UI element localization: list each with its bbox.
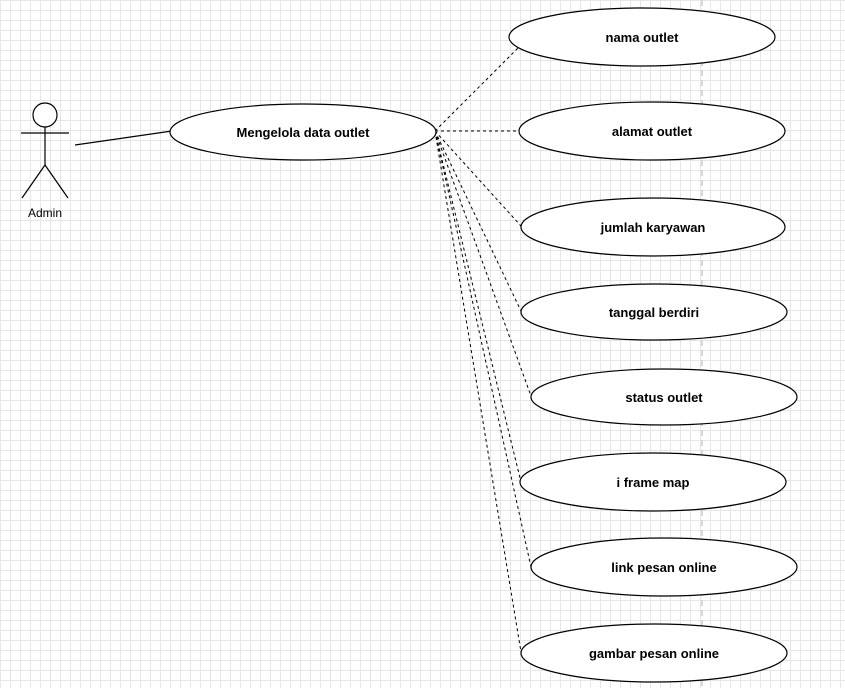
use-case-label: status outlet [625, 390, 703, 405]
actor-head [32, 102, 58, 128]
use-case-status-outlet[interactable]: status outlet [530, 368, 798, 426]
use-case-gambar-pesan-online[interactable]: gambar pesan online [520, 623, 788, 683]
use-case-ellipse [508, 7, 776, 67]
use-case-label: gambar pesan online [589, 646, 719, 661]
association-line [74, 130, 173, 146]
connector-line [434, 130, 522, 483]
use-case-label: link pesan online [611, 560, 716, 575]
use-case-ellipse [530, 537, 798, 597]
use-case-label: tanggal berdiri [609, 305, 699, 320]
actor-label: Admin [28, 206, 62, 220]
use-case-jumlah-karyawan[interactable]: jumlah karyawan [520, 197, 786, 257]
connector-lines [434, 46, 532, 653]
use-case-ellipse [520, 283, 788, 341]
use-case-ellipse [519, 452, 787, 512]
connector-line [434, 46, 520, 132]
use-case-tanggal-berdiri[interactable]: tanggal berdiri [520, 283, 788, 341]
use-case-alamat-outlet[interactable]: alamat outlet [518, 101, 786, 161]
use-case-label: Mengelola data outlet [237, 125, 371, 140]
use-case-label: i frame map [617, 475, 690, 490]
use-case-ellipse [518, 101, 786, 161]
actor-right-leg [44, 164, 69, 199]
use-case-ellipse [520, 623, 788, 683]
use-case-ellipse [169, 103, 437, 161]
connector-line [434, 130, 522, 227]
connector-line [434, 130, 532, 568]
actor-admin[interactable]: Admin [21, 102, 69, 220]
connector-line [434, 130, 522, 653]
connector-line [434, 130, 532, 397]
use-case-i-frame-map[interactable]: i frame map [519, 452, 787, 512]
use-case-nama-outlet[interactable]: nama outlet [508, 7, 776, 67]
use-case-main[interactable]: Mengelola data outlet [169, 103, 437, 161]
use-case-ellipse [530, 368, 798, 426]
use-case-ellipse [520, 197, 786, 257]
actor-left-leg [21, 164, 46, 199]
use-case-label: alamat outlet [612, 124, 693, 139]
use-case-label: jumlah karyawan [600, 220, 706, 235]
connector-line [434, 130, 522, 312]
use-case-label: nama outlet [606, 30, 680, 45]
use-case-link-pesan-online[interactable]: link pesan online [530, 537, 798, 597]
